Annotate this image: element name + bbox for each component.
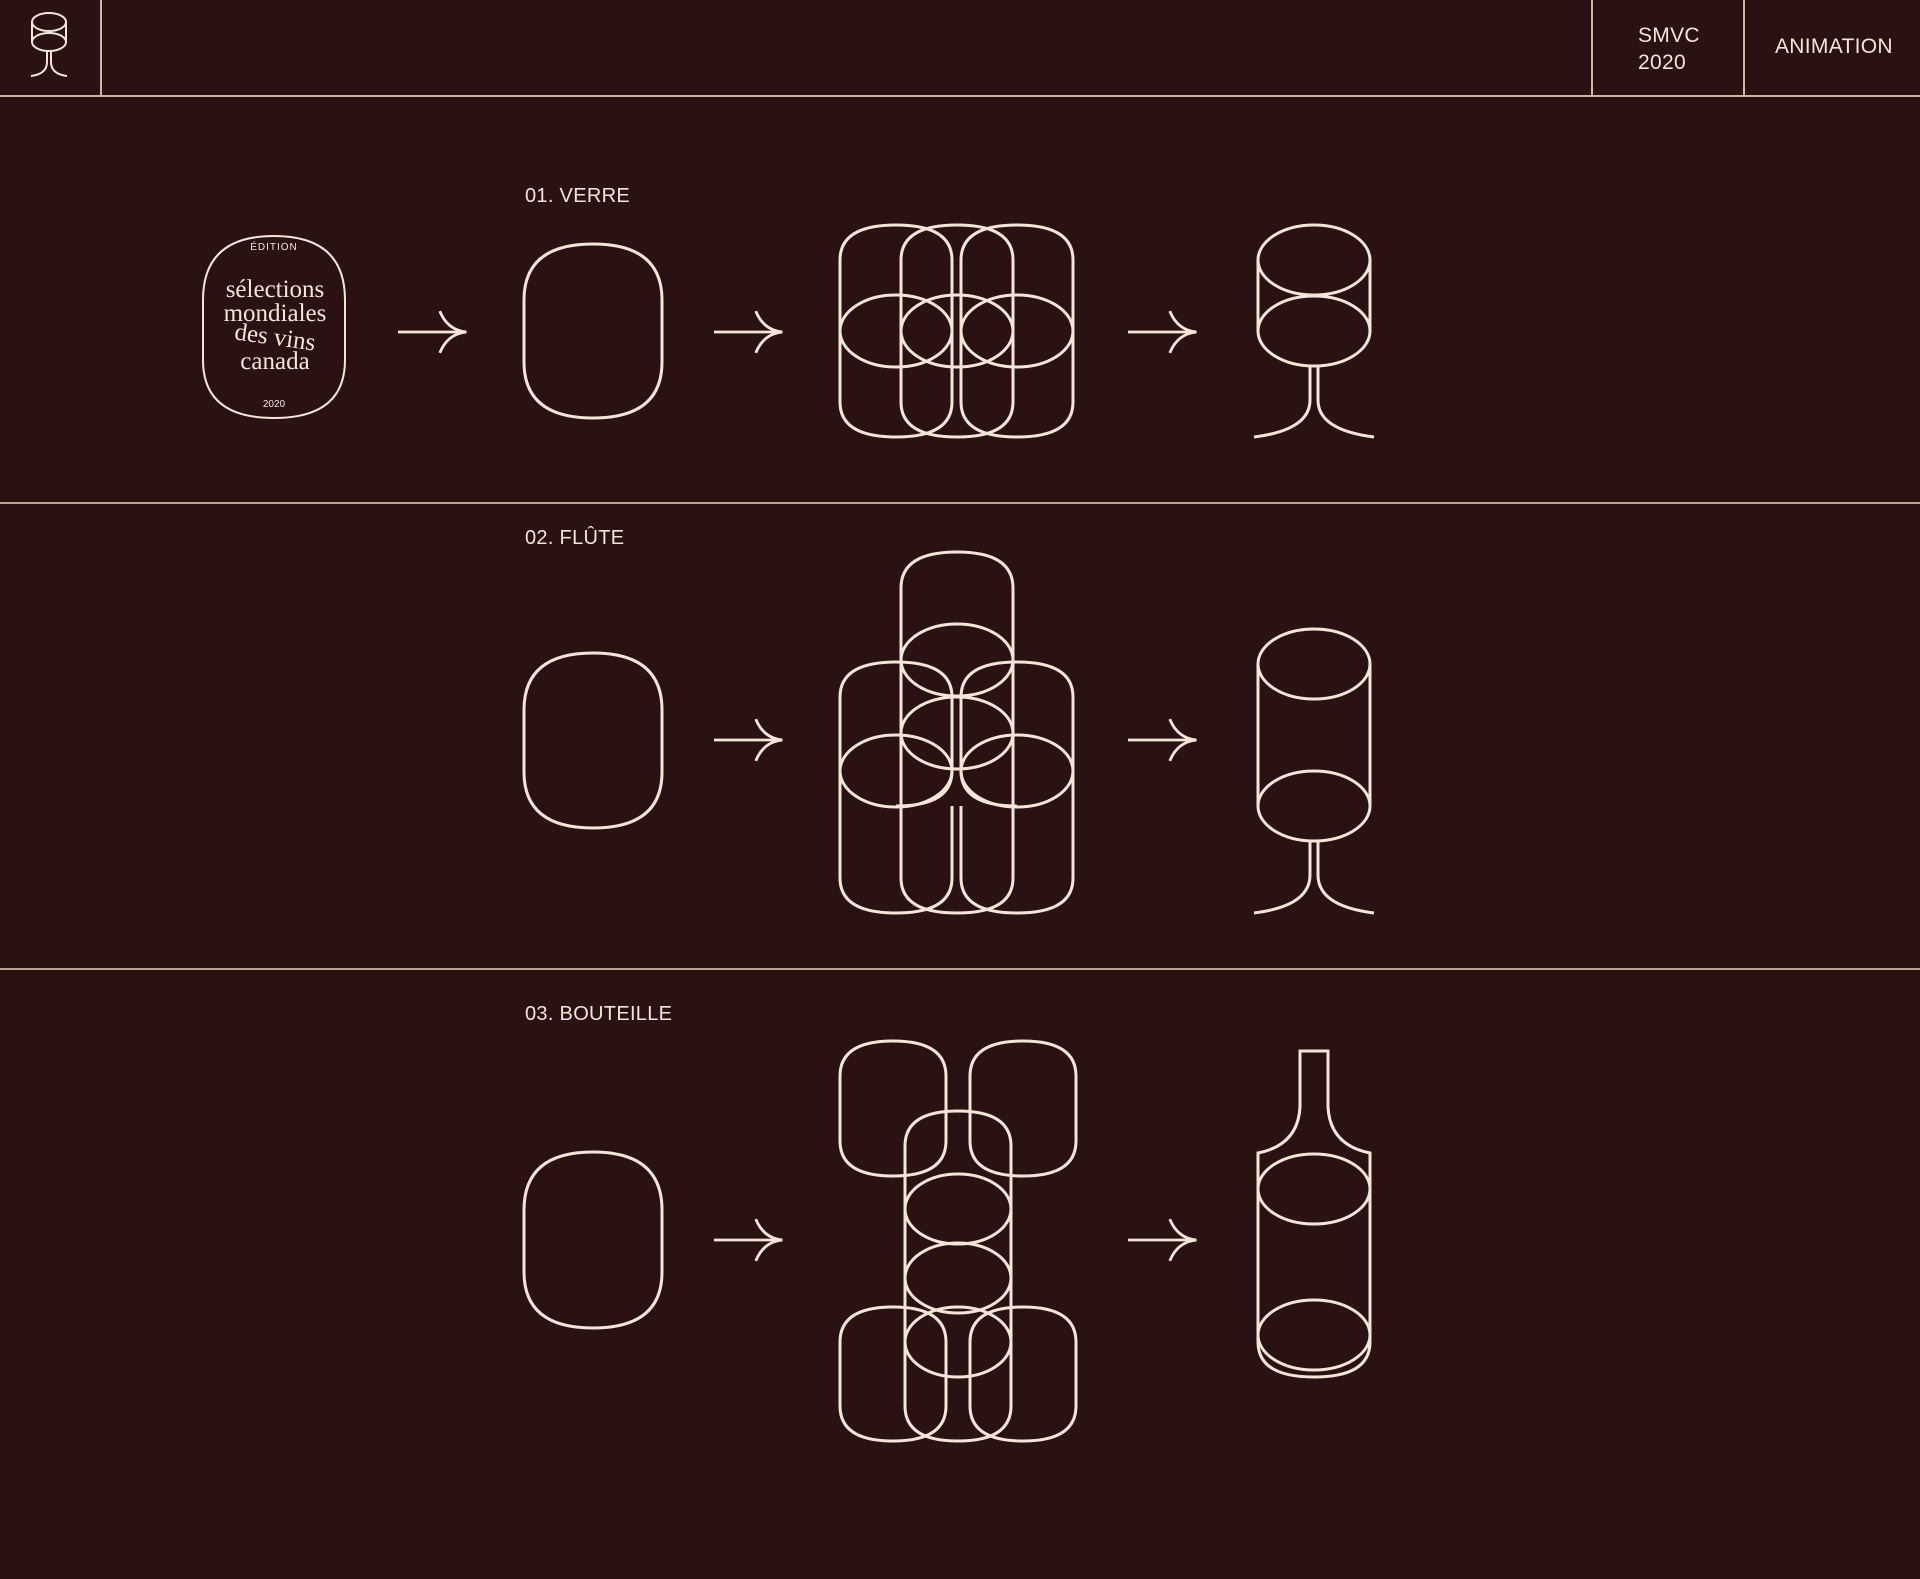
base-shape-bouteille — [522, 1150, 664, 1330]
section-label-flute: 02. FLÛTE — [525, 527, 625, 549]
base-shape-flute — [522, 651, 664, 830]
arrow-icon — [1126, 309, 1198, 355]
section-label-verre: 01. VERRE — [525, 185, 630, 207]
badge-title: sélections mondiales des vins canada — [200, 276, 350, 375]
pattern-bouteille — [838, 1039, 1078, 1443]
arrow-icon — [1126, 1217, 1198, 1263]
project-label: SMVC 2020 — [1591, 0, 1744, 96]
wine-glass-icon — [30, 12, 68, 77]
pattern-verre — [838, 223, 1075, 439]
badge-line-2: mondiales — [223, 300, 327, 327]
base-shape-verre — [522, 242, 664, 420]
arrow-icon — [1126, 717, 1198, 763]
wine-glass-icon — [1253, 223, 1375, 439]
section-divider — [0, 968, 1920, 970]
arrow-icon — [712, 717, 784, 763]
badge-line-4: canada — [240, 348, 310, 375]
arrow-icon — [396, 309, 468, 355]
nav-animation[interactable]: ANIMATION — [1743, 0, 1920, 96]
arrow-icon — [712, 1217, 784, 1263]
project-name: SMVC — [1638, 24, 1700, 47]
badge-year: 2020 — [262, 399, 286, 410]
badge-line-1: sélections — [225, 276, 325, 303]
flute-glass-icon — [1253, 627, 1375, 915]
top-bar: SMVC 2020 ANIMATION — [0, 0, 1920, 97]
project-year: 2020 — [1638, 51, 1686, 74]
badge-edition: ÉDITION — [250, 242, 298, 253]
logo[interactable] — [0, 0, 102, 96]
badge-outline — [202, 234, 346, 420]
pattern-flute — [838, 550, 1075, 915]
section-divider — [0, 502, 1920, 504]
bottle-icon — [1256, 1049, 1372, 1379]
section-label-bouteille: 03. BOUTEILLE — [525, 1003, 673, 1025]
arrow-icon — [712, 309, 784, 355]
